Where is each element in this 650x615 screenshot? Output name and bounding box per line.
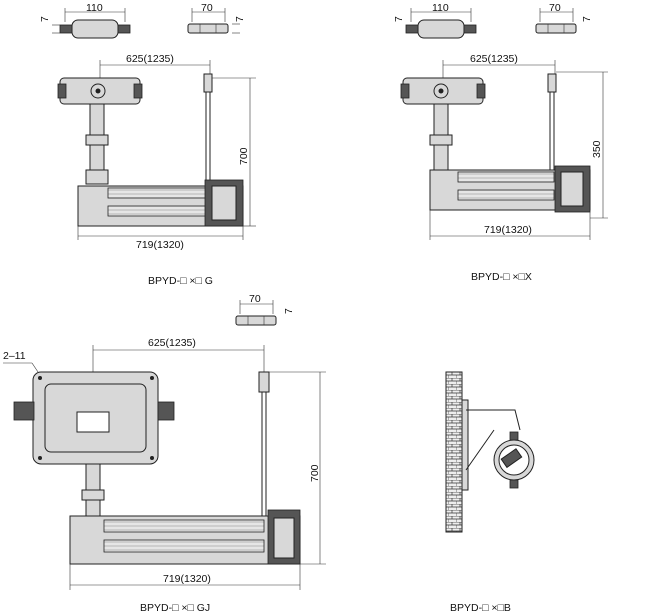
dim-clip-7-c: 7 bbox=[393, 16, 405, 22]
panel-x: 110 7 70 7 625(1235) bbox=[393, 2, 608, 283]
dim-clip-70-a: 70 bbox=[201, 2, 213, 14]
dim-350-x: 350 bbox=[591, 140, 603, 158]
panel-g: 110 7 70 7 625(1235) bbox=[39, 2, 256, 287]
dim-700-g: 700 bbox=[238, 147, 250, 165]
dim-625-g: 625(1235) bbox=[126, 53, 174, 65]
clip-detail-70-gj: 70 7 bbox=[235, 293, 295, 326]
clip-detail-110-x: 110 7 bbox=[393, 2, 477, 39]
panel-gj: 70 7 625(1235) 2–11 bbox=[3, 293, 326, 614]
caption-gj: BPYD-□ ×□ GJ bbox=[140, 602, 210, 614]
brick-wall bbox=[445, 371, 463, 533]
panel-b: BPYD-□ ×□B bbox=[445, 371, 535, 614]
dim-clip-110-x: 110 bbox=[432, 2, 449, 14]
wall-bracket bbox=[466, 409, 521, 431]
dim-clip-7-e: 7 bbox=[283, 308, 295, 314]
dim-clip-110: 110 bbox=[86, 2, 103, 14]
caption-b: BPYD-□ ×□B bbox=[450, 602, 511, 614]
dim-700-gj: 700 bbox=[309, 464, 321, 482]
dim-clip-7-d: 7 bbox=[581, 16, 593, 22]
dim-719-gj: 719(1320) bbox=[163, 573, 211, 585]
dim-625-gj: 625(1235) bbox=[148, 337, 196, 349]
dim-719-g: 719(1320) bbox=[136, 239, 184, 251]
dim-719-x: 719(1320) bbox=[484, 224, 532, 236]
dim-clip-70-gj: 70 bbox=[249, 293, 261, 305]
dim-clip-7-b: 7 bbox=[234, 16, 246, 22]
caption-g: BPYD-□ ×□ G bbox=[148, 275, 213, 287]
dim-625-x: 625(1235) bbox=[470, 53, 518, 65]
clip-detail-70: 70 7 bbox=[187, 2, 246, 34]
clip-detail-70-x: 70 7 bbox=[535, 2, 593, 34]
dim-clip-7-a: 7 bbox=[39, 16, 51, 22]
caption-x: BPYD-□ ×□X bbox=[471, 271, 532, 283]
label-2-11: 2–11 bbox=[3, 350, 26, 362]
clip-detail-110: 110 7 bbox=[39, 2, 131, 39]
dim-clip-70-x: 70 bbox=[549, 2, 561, 14]
